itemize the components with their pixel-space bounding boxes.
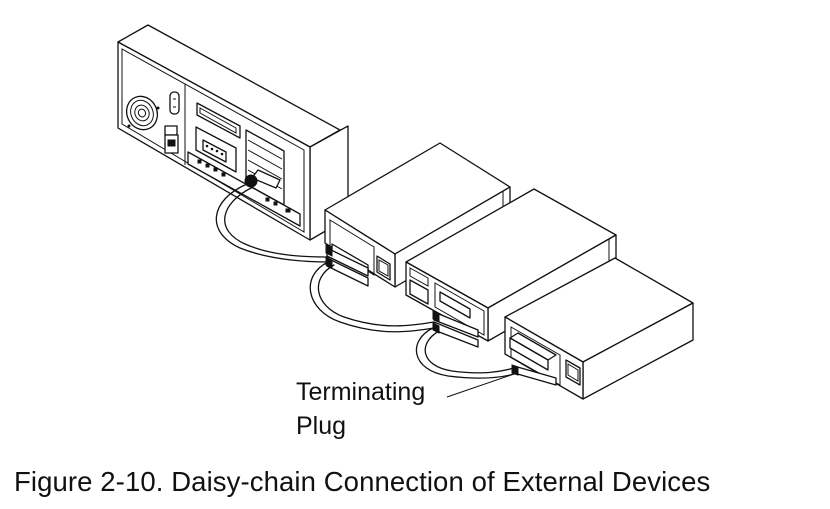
device-1-power-socket-icon [376, 255, 391, 281]
daisy-chain-cable-3 [415, 327, 515, 379]
system-unit [117, 24, 349, 241]
power-socket-icon [169, 91, 180, 115]
cable-connector-0 [244, 174, 258, 188]
system-scsi-plug [251, 169, 281, 189]
callout-leader-line [446, 373, 515, 398]
device-3-power-socket-icon [565, 359, 581, 386]
external-device-3 [504, 257, 694, 400]
callout-terminating-label: Terminating [296, 378, 426, 406]
daisy-chain-cable-2 [309, 261, 435, 333]
daisy-chain-cable-1 [215, 183, 331, 263]
daisy-chain-diagram [117, 24, 694, 400]
device-2-power-socket-icon [409, 279, 429, 305]
voltage-switch-icon [164, 125, 179, 154]
callout-plug-label: Plug [296, 412, 347, 440]
device-2-plug-in [439, 291, 471, 319]
figure-caption: Figure 2-10. Daisy-chain Connection of E… [14, 466, 711, 497]
serial-port-icon [202, 139, 227, 163]
fan-icon [125, 95, 160, 131]
